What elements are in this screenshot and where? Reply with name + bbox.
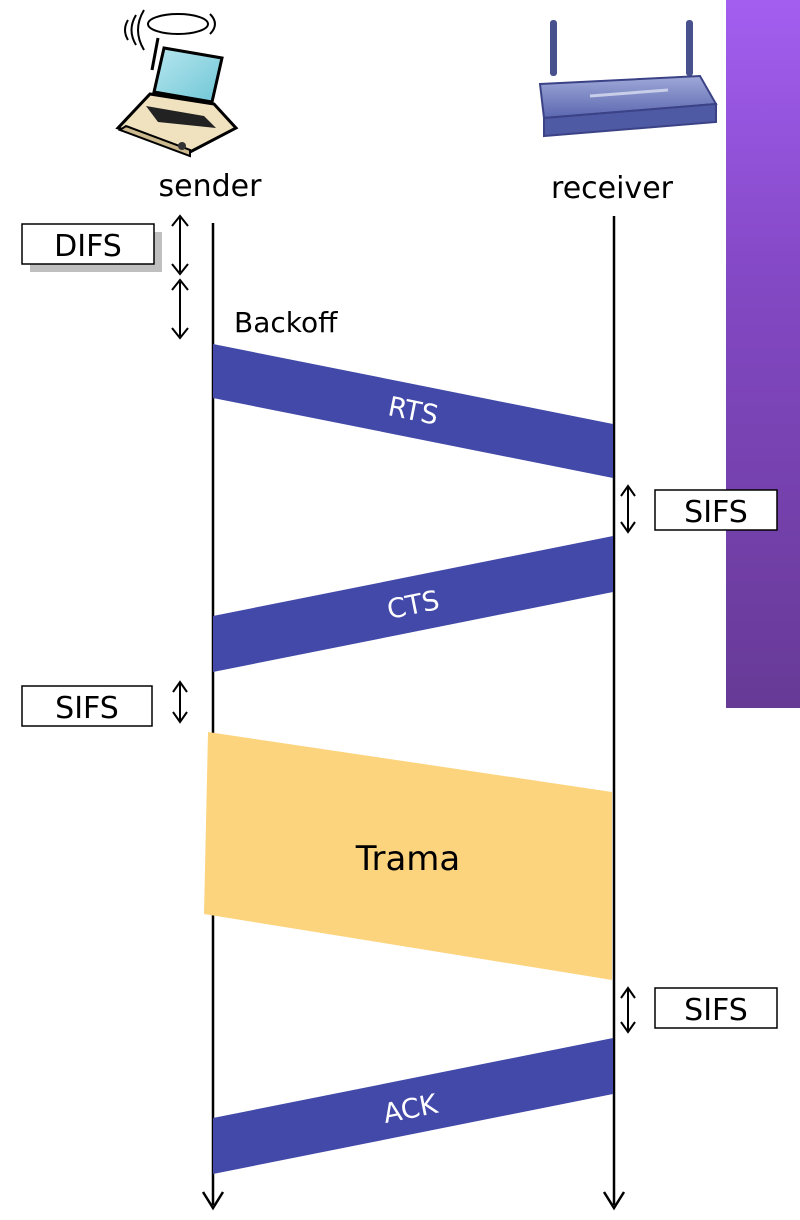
backoff-interval-arrow [171, 278, 189, 340]
sifs-label-1: SIFS [684, 495, 748, 530]
router-icon [538, 20, 718, 138]
sender-label: sender [159, 169, 263, 204]
sifs-box-3: SIFS [654, 987, 778, 1029]
data-frame-label: Trama [355, 839, 461, 879]
decorative-purple-bar [726, 0, 800, 708]
sifs-interval-arrow-1 [620, 484, 636, 534]
sifs-box-1: SIFS [654, 489, 778, 531]
ack-frame: ACK [213, 1038, 613, 1174]
difs-box: DIFS [21, 223, 162, 272]
sifs-interval-arrow-3 [620, 986, 636, 1034]
sifs-label-3: SIFS [684, 993, 748, 1028]
difs-label: DIFS [54, 229, 122, 264]
backoff-label: Backoff [234, 306, 338, 339]
data-frame: Trama [204, 732, 612, 980]
sifs-label-2: SIFS [55, 691, 119, 726]
rts-frame: RTS [213, 344, 613, 478]
sifs-interval-arrow-2 [172, 680, 188, 724]
laptop-icon [115, 9, 239, 158]
sifs-box-2: SIFS [21, 685, 153, 727]
difs-interval-arrow [171, 214, 189, 276]
cts-frame: CTS [213, 536, 613, 672]
receiver-label: receiver [551, 171, 674, 206]
receiver-timeline [602, 216, 626, 1211]
